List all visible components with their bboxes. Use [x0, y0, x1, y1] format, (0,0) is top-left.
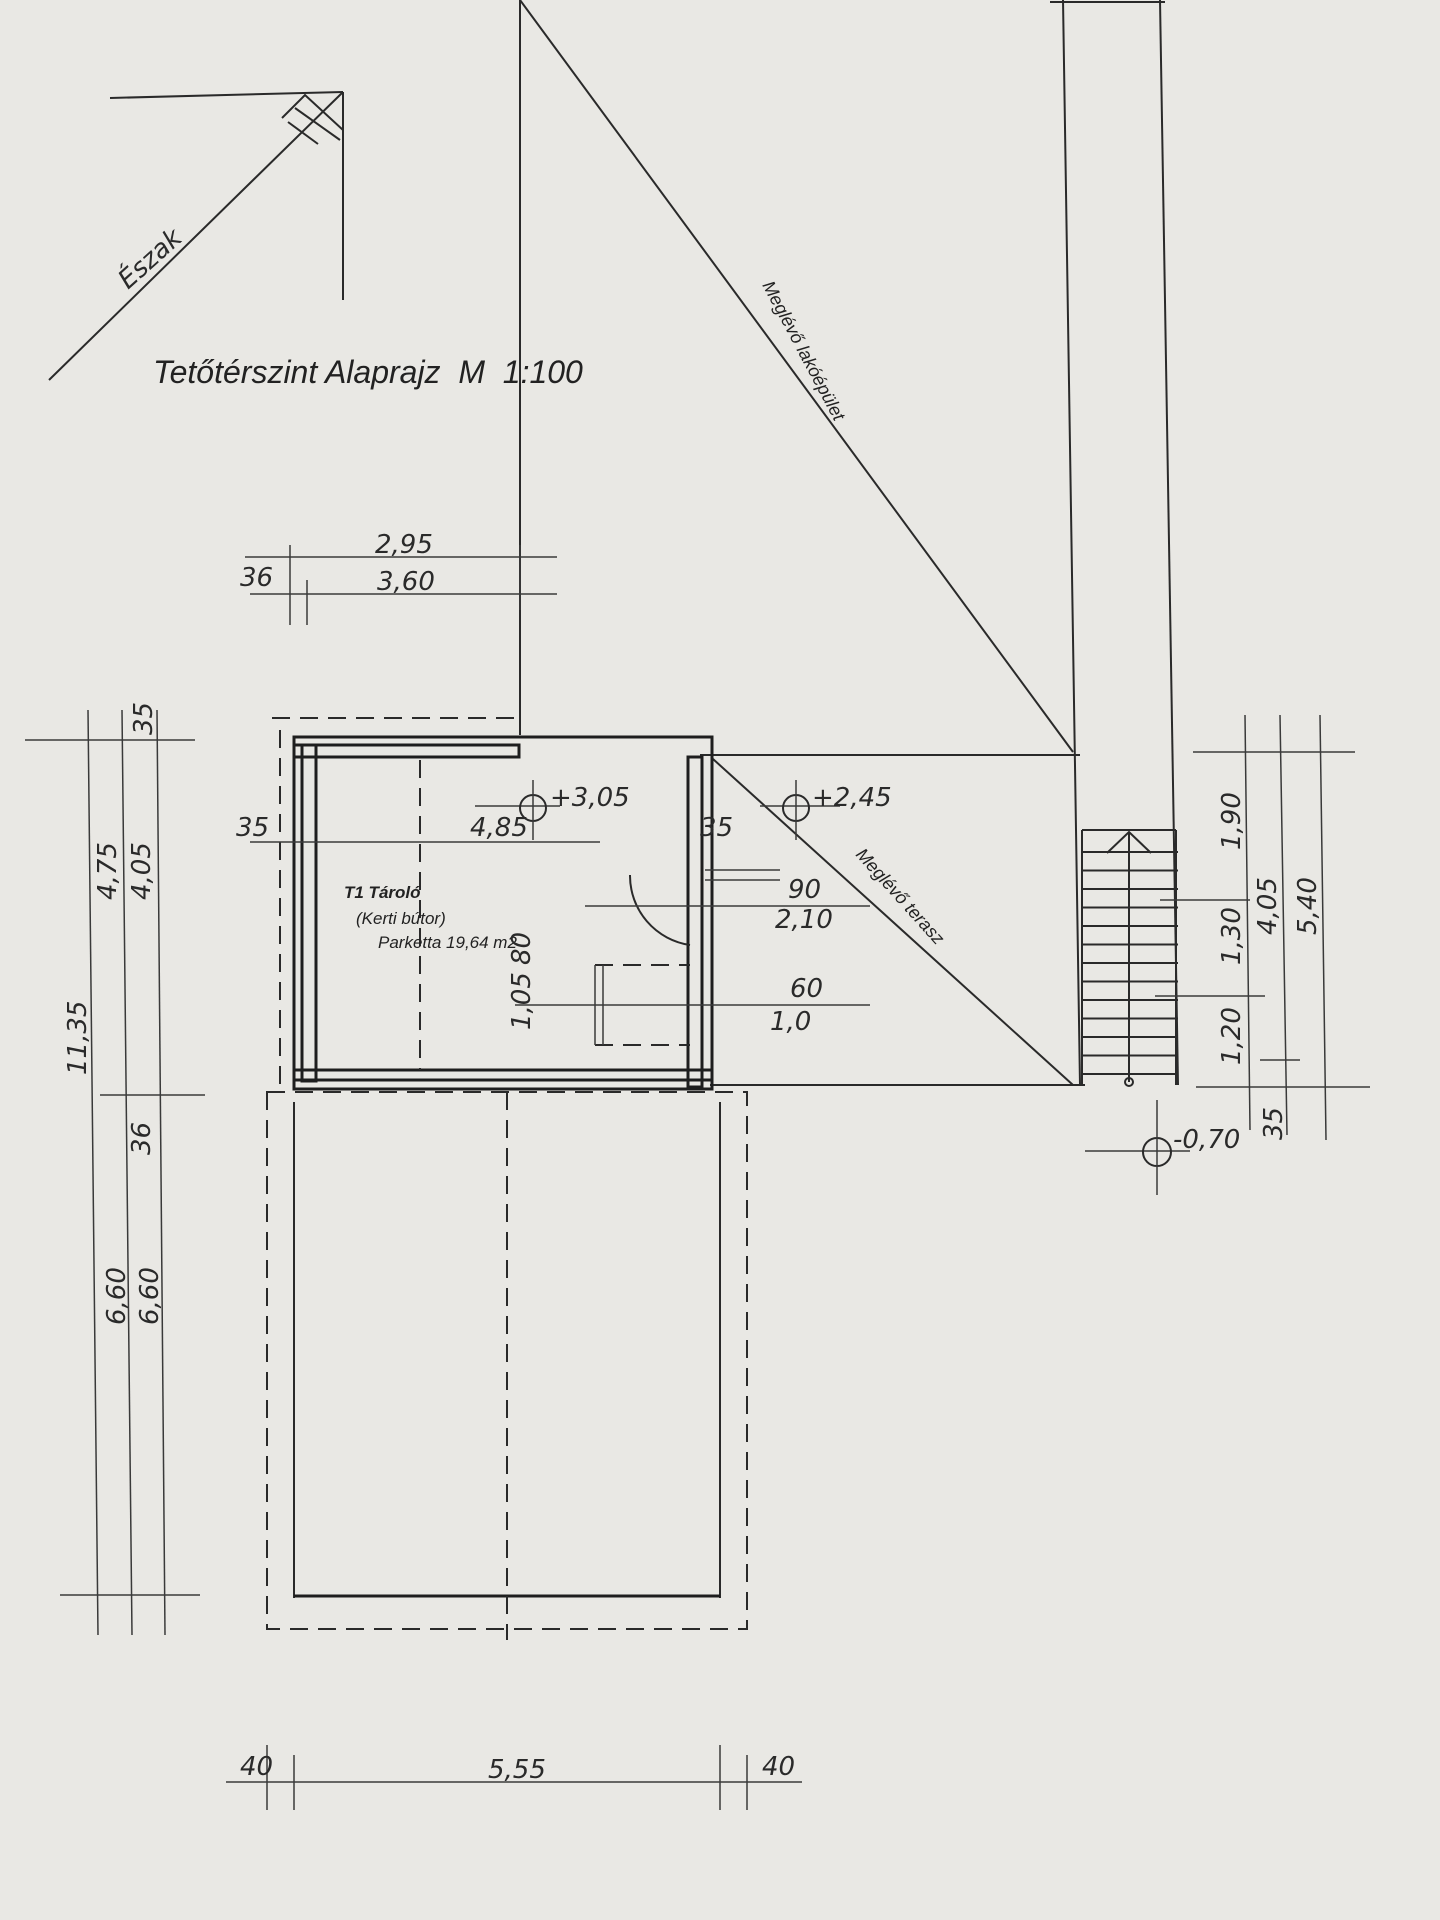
dimension-label: 4,05	[1253, 877, 1283, 935]
top-dimensions: 2,95 36 3,60	[240, 530, 557, 625]
bottom-dimensions: 40 5,55 40	[226, 1745, 802, 1810]
dimension-label: 90	[788, 875, 821, 905]
dimension-label: 35	[129, 702, 159, 735]
staircase	[1081, 829, 1178, 1087]
room-name: T1 Tároló	[344, 883, 421, 902]
dimension-label: 1,0	[770, 1007, 811, 1037]
lower-area	[266, 1091, 748, 1640]
dimension-label: 36	[240, 563, 273, 593]
room-use: (Kerti bútor)	[356, 909, 446, 928]
existing-terrace	[710, 758, 1085, 1086]
right-dimensions: 1,90 1,30 1,20 35 4,05 5,40	[1155, 714, 1370, 1141]
storage-room-walls	[272, 717, 780, 1091]
dimension-label: 4,05	[127, 842, 157, 900]
existing-terrace-label: Meglévő terasz	[852, 844, 949, 948]
north-arrow-icon	[48, 91, 344, 381]
dimension-label: -0,70	[1173, 1125, 1240, 1155]
dimension-label: 5,40	[1293, 877, 1323, 935]
drawing-title: Tetőtérszint Alaprajz M 1:100	[153, 354, 583, 390]
dimension-label: 40	[762, 1752, 795, 1782]
room-dimensions: 35 4,85 35 90 2,10 60 1,0 80 1,05	[236, 813, 870, 1037]
dimension-label: 5,55	[488, 1755, 546, 1785]
dimension-label: 3,60	[377, 567, 435, 597]
dimension-label: 60	[790, 974, 823, 1004]
dimension-label: 11,35	[63, 1001, 93, 1075]
dimension-label: 6,60	[102, 1267, 132, 1325]
dimension-label: +2,45	[812, 783, 892, 813]
left-dimensions: 35 4,75 4,05 11,35 36 6,60 6,60	[25, 702, 205, 1636]
north-label: Észak	[111, 221, 189, 295]
dimension-label: 1,30	[1217, 907, 1247, 965]
level-marker: +3,05	[475, 780, 630, 840]
dimension-label: 36	[127, 1122, 157, 1155]
dimension-label: 4,75	[93, 842, 123, 900]
dimension-label: 4,85	[470, 813, 528, 843]
room-floor: Parketta 19,64 m2	[378, 933, 517, 952]
existing-building	[519, 0, 1179, 1086]
dimension-label: 35	[700, 813, 733, 843]
dimension-label: 2,95	[375, 530, 433, 560]
dimension-label: 40	[240, 1752, 273, 1782]
dimension-label: 2,10	[775, 905, 833, 935]
dimension-label: 80	[507, 932, 537, 965]
dimension-label: 1,05	[507, 972, 537, 1030]
dimension-label: 1,90	[1217, 792, 1247, 850]
existing-building-label: Meglévő lakóépület	[758, 277, 849, 424]
level-marker: -0,70	[1085, 1100, 1240, 1195]
level-marker: +2,45	[760, 780, 892, 840]
dimension-label: 35	[1259, 1107, 1289, 1140]
dimension-label: 35	[236, 813, 269, 843]
dimension-label: +3,05	[550, 783, 630, 813]
dimension-label: 6,60	[135, 1267, 165, 1325]
dimension-label: 1,20	[1217, 1007, 1247, 1065]
